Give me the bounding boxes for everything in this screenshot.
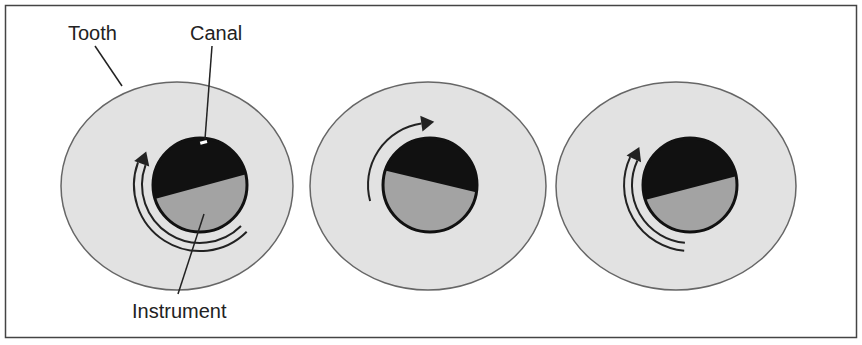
leader-line [205,46,212,139]
arrow-head [420,116,434,132]
arrow-head [134,152,149,167]
part-label: Canal [190,22,242,44]
canal-space [370,120,492,196]
rotation-arc [142,165,241,243]
rotation-arc [134,162,247,251]
frame [6,6,857,338]
rotation-arc [632,161,685,243]
rotation-arc [368,124,421,201]
part-label: Tooth [68,22,117,44]
part-label: Instrument [132,300,226,322]
canal-wall [643,138,737,232]
canal-wall [153,138,247,232]
arrow-head [627,147,642,162]
leader-line [178,214,204,294]
rotation-arc [624,157,684,251]
canal-wall [383,138,477,232]
tooth-outline [310,82,546,290]
tooth-outline [61,82,293,290]
tooth-outline [556,82,796,290]
leader-line [95,46,122,86]
canal-gap [200,140,208,145]
